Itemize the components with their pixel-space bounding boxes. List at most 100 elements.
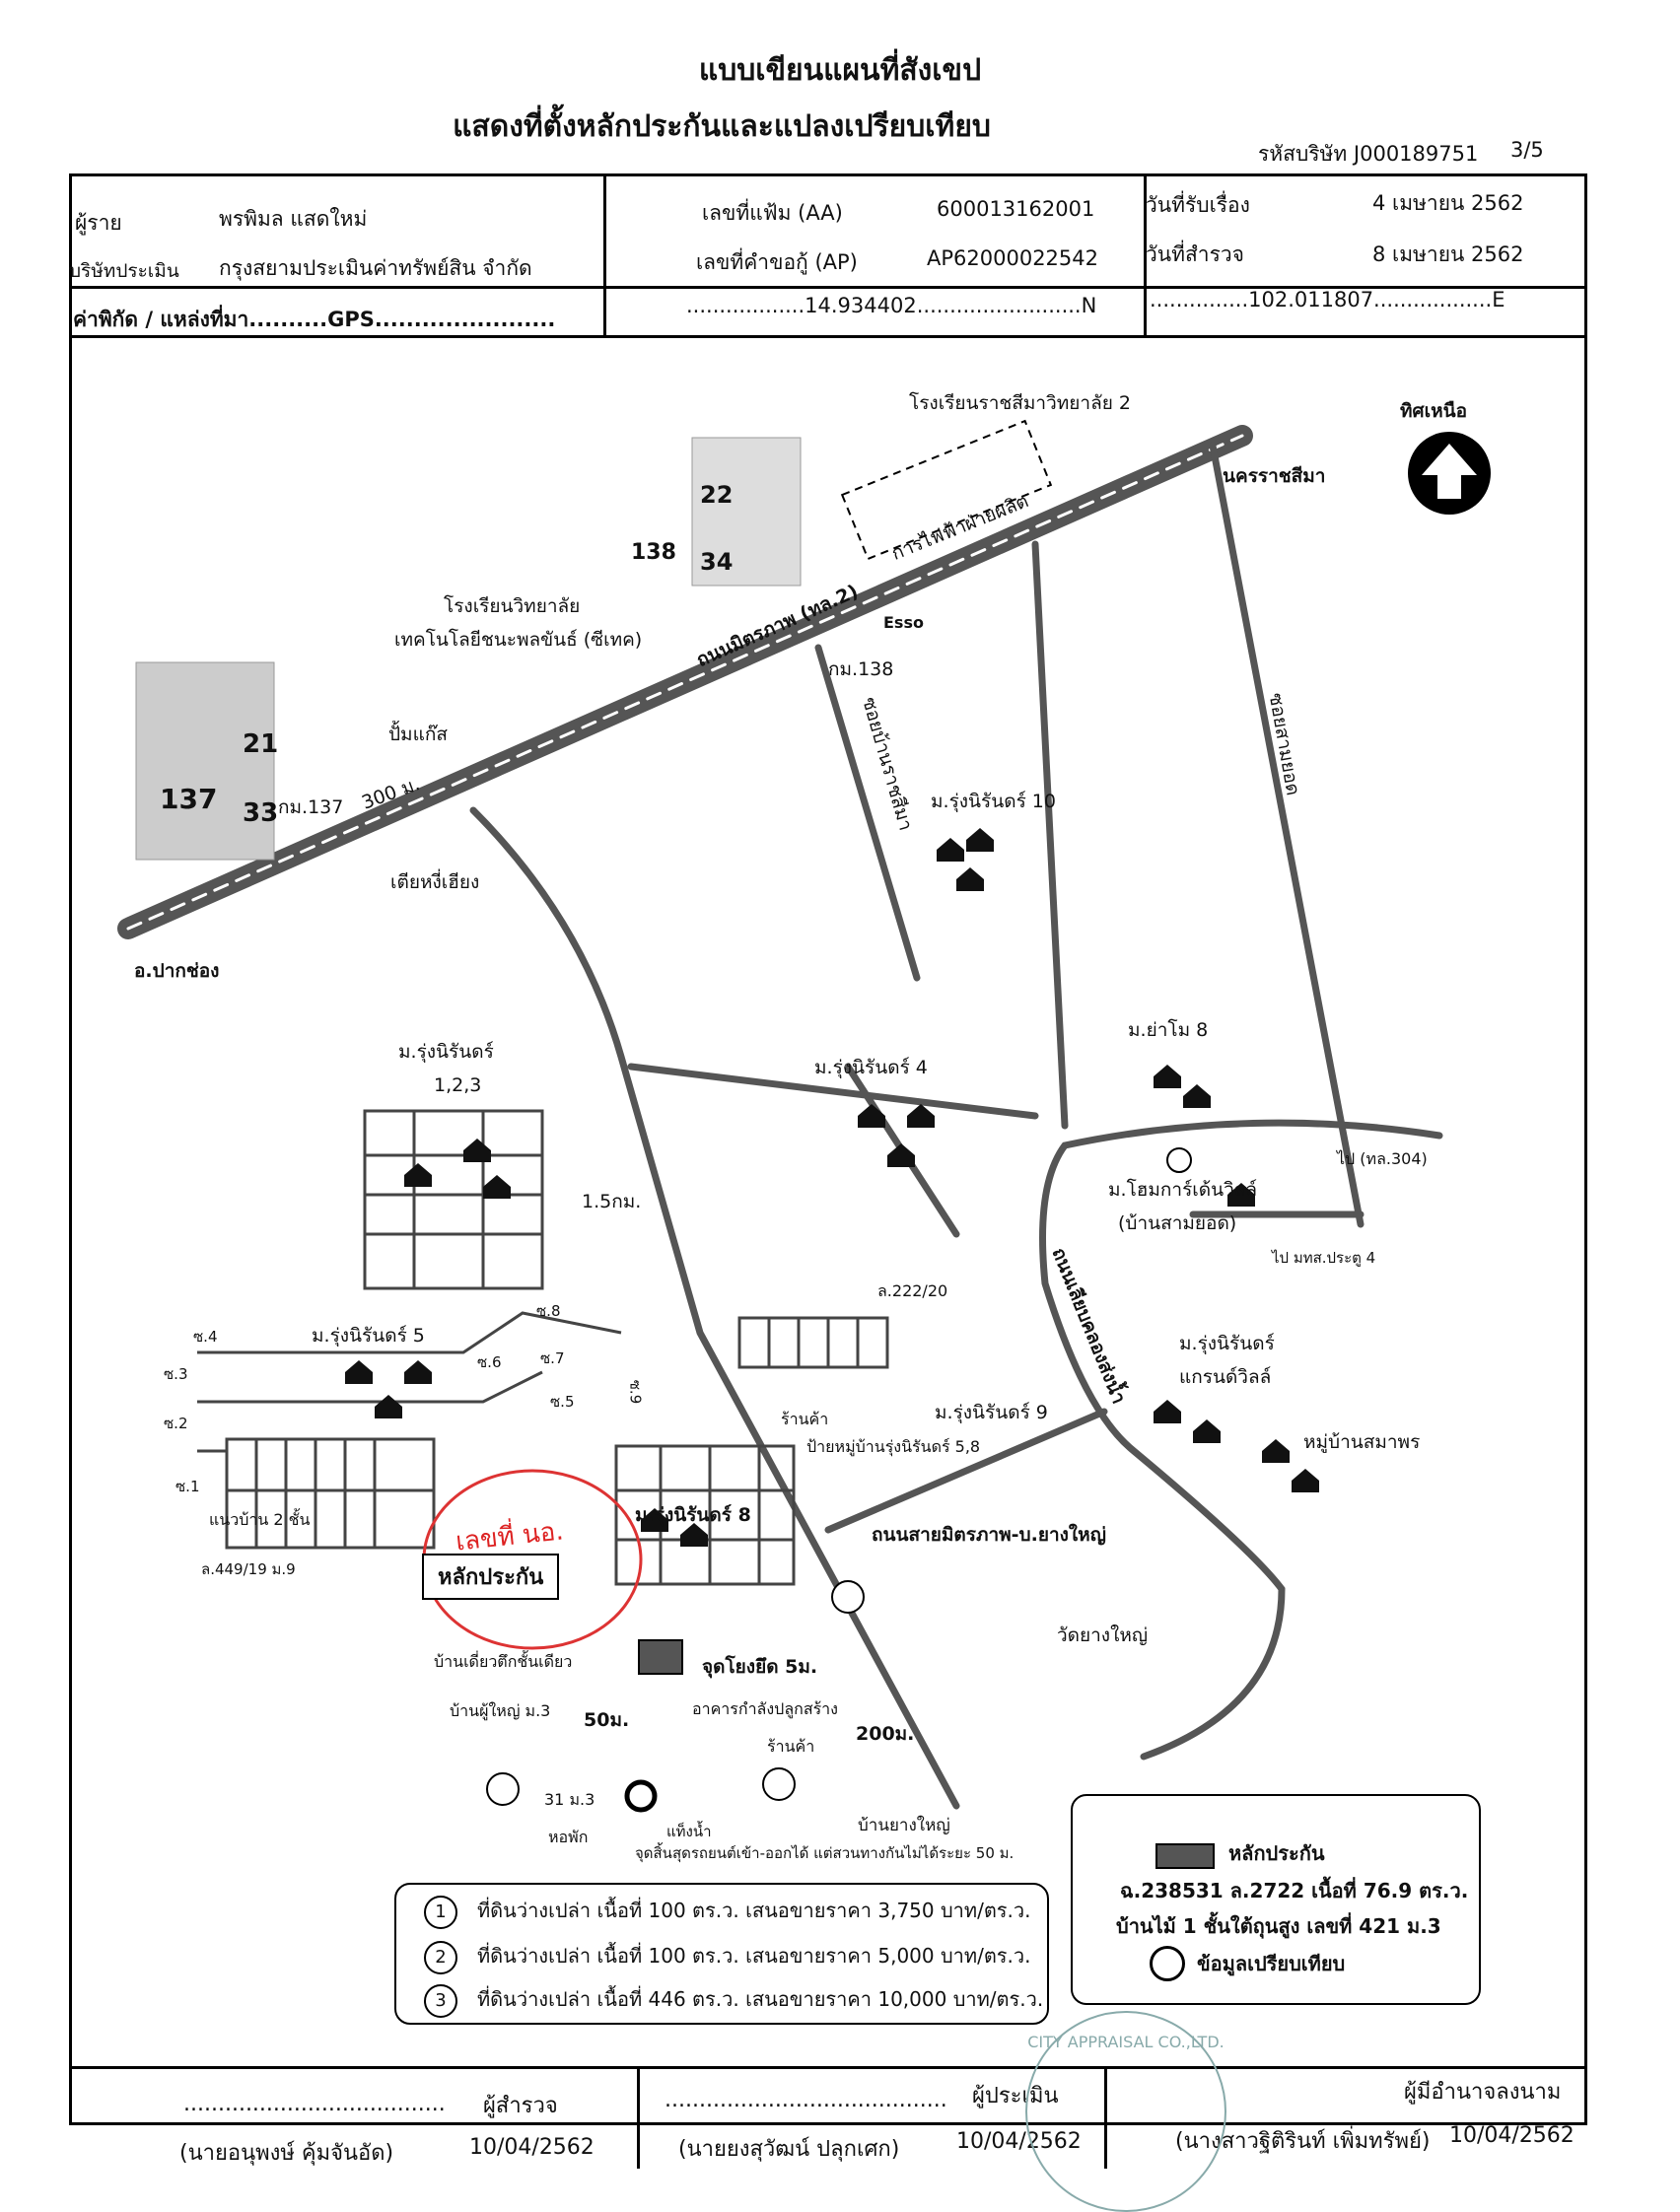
house-icons xyxy=(345,828,1319,1547)
tower-label: หอพัก xyxy=(548,1828,589,1846)
shop2-label: ร้านค้า xyxy=(767,1737,815,1756)
soi-1: ซ.1 xyxy=(175,1478,200,1495)
homegarden-label-1: ม.โฮมการ์เด้นวิลล์ xyxy=(1108,1179,1258,1201)
rung8-label: ม.รุ่งนิรันดร์ 8 xyxy=(635,1504,751,1526)
school-label: โรงเรียนราชสีมาวิทยาลัย 2 xyxy=(909,392,1131,414)
gate4-label: ไป มทส.ประตู 4 xyxy=(1272,1249,1376,1267)
rung123-grid xyxy=(363,1109,544,1290)
compare-circle-icon xyxy=(1150,1946,1185,1981)
soi-8: ซ.8 xyxy=(536,1302,561,1320)
soi-9: ซ.9 xyxy=(626,1379,645,1405)
icewater-label: แท็งน้ำ xyxy=(666,1823,712,1840)
l222-label: ล.222/20 xyxy=(877,1281,948,1300)
rung123-num: 1,2,3 xyxy=(434,1074,482,1096)
divider xyxy=(69,286,1587,289)
signer-2-name: (นายยงสุวัฒน์ ปลุกเศก) xyxy=(678,2137,900,2162)
homegarden-label-2: (บ้านสามยอด) xyxy=(1118,1212,1237,1234)
car-end-label: จุดสิ้นสุดรถยนต์เข้า-ออกได้ แต่สวนทางกัน… xyxy=(635,1844,1015,1862)
grandville-label-2: แกรนด์วิลล์ xyxy=(1179,1366,1272,1388)
key-legend xyxy=(1071,1794,1481,2005)
survey-label: วันที่สำรวจ xyxy=(1146,242,1244,266)
techschool-label-1: โรงเรียนวิทยาลัย xyxy=(444,595,581,617)
rung123-label: ม.รุ่งนิรันดร์ xyxy=(398,1041,494,1063)
appraiser-label: บริษัทประเมิน xyxy=(69,260,179,282)
north-arrow-icon xyxy=(1408,432,1491,515)
signer-1-name: (นายอนุพงษ์ คุ้มจันอัด) xyxy=(179,2141,394,2166)
file-no: 600013162001 xyxy=(937,197,1095,221)
request-no: AP62000022542 xyxy=(927,246,1098,270)
pakchong-label: อ.ปากช่อง xyxy=(134,960,220,982)
signer-1-role: ผู้สำรวจ xyxy=(483,2094,558,2118)
received-date: 4 เมษายน 2562 xyxy=(1372,191,1524,215)
techschool-label-2: เทคโนโลยีชนะพลขันธ์ (ซีเทค) xyxy=(394,629,643,651)
km138-label: กม.138 xyxy=(828,658,894,680)
request-no-label: เลขที่คำขอกู้ (AP) xyxy=(696,250,858,274)
canal-road xyxy=(1039,1119,1443,1761)
sign58-label: ป้ายหมู่บ้านรุ่งนิรันดร์ 5,8 xyxy=(806,1437,981,1456)
divider xyxy=(603,173,606,337)
legend-item: 1 ที่ดินว่างเปล่า เนื้อที่ 100 ตร.ว. เสนอ… xyxy=(424,1895,1031,1929)
legend-number: 1 xyxy=(424,1895,457,1929)
reference-label: จุดโยงยึด 5ม. xyxy=(702,1656,818,1678)
rung9-label: ม.รุ่งนิรันดร์ 9 xyxy=(935,1402,1048,1423)
km138-sign-a: 22 xyxy=(700,481,734,509)
survey-date: 8 เมษายน 2562 xyxy=(1372,242,1524,266)
km137-sign-c: 137 xyxy=(160,783,218,815)
key-deed: ฉ.238531 ล.2722 เนื้อที่ 76.9 ตร.ว. xyxy=(1120,1879,1469,1902)
comparison-legend xyxy=(394,1883,1049,2025)
signer-1-date: 10/04/2562 xyxy=(469,2135,595,2160)
divider xyxy=(637,2066,640,2169)
highway-centerline xyxy=(126,434,1244,931)
building-label: อาคารกำลังปลูกสร้าง xyxy=(692,1699,838,1718)
map-subtitle: แสดงที่ตั้งหลักประกันและแปลงเปรียบเทียบ xyxy=(453,109,991,144)
key-collateral: หลักประกัน xyxy=(1228,1841,1325,1865)
collateral-swatch xyxy=(1155,1843,1215,1869)
legend-text: ที่ดินว่างเปล่า เนื้อที่ 446 ตร.ว. เสนอข… xyxy=(477,1987,1044,2011)
singlehouse-label: บ้านเดี่ยวตึกชั้นเดียว xyxy=(434,1652,573,1671)
rung5-label: ม.รุ่งนิรันดร์ 5 xyxy=(312,1325,425,1347)
signer-3-date: 10/04/2562 xyxy=(1449,2123,1575,2148)
km138-sign-photo xyxy=(691,437,802,587)
m31-label: 31 ม.3 xyxy=(544,1790,595,1809)
km137-sign-a: 21 xyxy=(243,729,279,759)
rung10-label: ม.รุ่งนิรันดร์ 10 xyxy=(931,791,1056,812)
latitude: ..................14.934402.............… xyxy=(686,294,1097,317)
tiang-label: เตียหงี่เฮียง xyxy=(390,871,480,893)
km138-sign-b: 34 xyxy=(700,548,734,576)
road-rung4 xyxy=(627,1063,1039,1120)
company-stamp: CITY APPRAISAL CO.,LTD. xyxy=(1025,2011,1226,2212)
signer-3-role: ผู้มีอำนาจลงนาม xyxy=(1404,2080,1562,2105)
dist-1-5km: 1.5กม. xyxy=(582,1191,642,1212)
longitude: ...............102.011807...............… xyxy=(1150,288,1505,311)
legend-text: ที่ดินว่างเปล่า เนื้อที่ 100 ตร.ว. เสนอข… xyxy=(477,1899,1031,1922)
l449-label: ล.449/19 ม.9 xyxy=(201,1560,296,1578)
to-304: ไป (ทล.304) xyxy=(1337,1149,1428,1168)
appraiser-name: กรุงสยามประเมินค่าทรัพย์สิน จำกัด xyxy=(219,256,532,280)
key-house: บ้านไม้ 1 ชั้นใต้ถุนสูง เลขที่ 421 ม.3 xyxy=(1116,1914,1441,1938)
yangyai-house-label: บ้านยางใหญ่ xyxy=(858,1816,950,1835)
page-number: 3/5 xyxy=(1510,138,1544,162)
key-compare: ข้อมูลเปรียบเทียบ xyxy=(1197,1952,1346,1975)
legend-number: 2 xyxy=(424,1940,457,1974)
highway-road xyxy=(117,425,1253,939)
l222-grid xyxy=(737,1316,889,1369)
headman-label: บ้านผู้ใหญ่ ม.3 xyxy=(450,1701,551,1720)
shop-label: ร้านค้า xyxy=(781,1410,829,1428)
file-no-label: เลขที่แฟ้ม (AA) xyxy=(702,201,843,225)
soi-line xyxy=(1031,540,1069,1130)
borrower-name: พรพิมล แสดใหม่ xyxy=(219,207,368,231)
divider xyxy=(69,335,1587,338)
map-title: แบบเขียนแผนที่สังเขป xyxy=(698,53,982,88)
yangyai-road xyxy=(824,1408,1108,1534)
comparison-marker xyxy=(624,1779,658,1813)
signer-1-dots: ...................................... xyxy=(183,2092,446,2116)
rung5-grid xyxy=(225,1437,436,1550)
esso-label: Esso xyxy=(883,613,924,632)
dist-200: 200ม. xyxy=(856,1723,915,1745)
km138-sign-c: 138 xyxy=(631,540,676,565)
soi-6: ซ.6 xyxy=(477,1353,502,1371)
signer-2-dots: ........................................… xyxy=(665,2088,947,2112)
main-soi-road xyxy=(469,806,960,1810)
legend-text: ที่ดินว่างเปล่า เนื้อที่ 100 ตร.ว. เสนอข… xyxy=(477,1944,1031,1968)
